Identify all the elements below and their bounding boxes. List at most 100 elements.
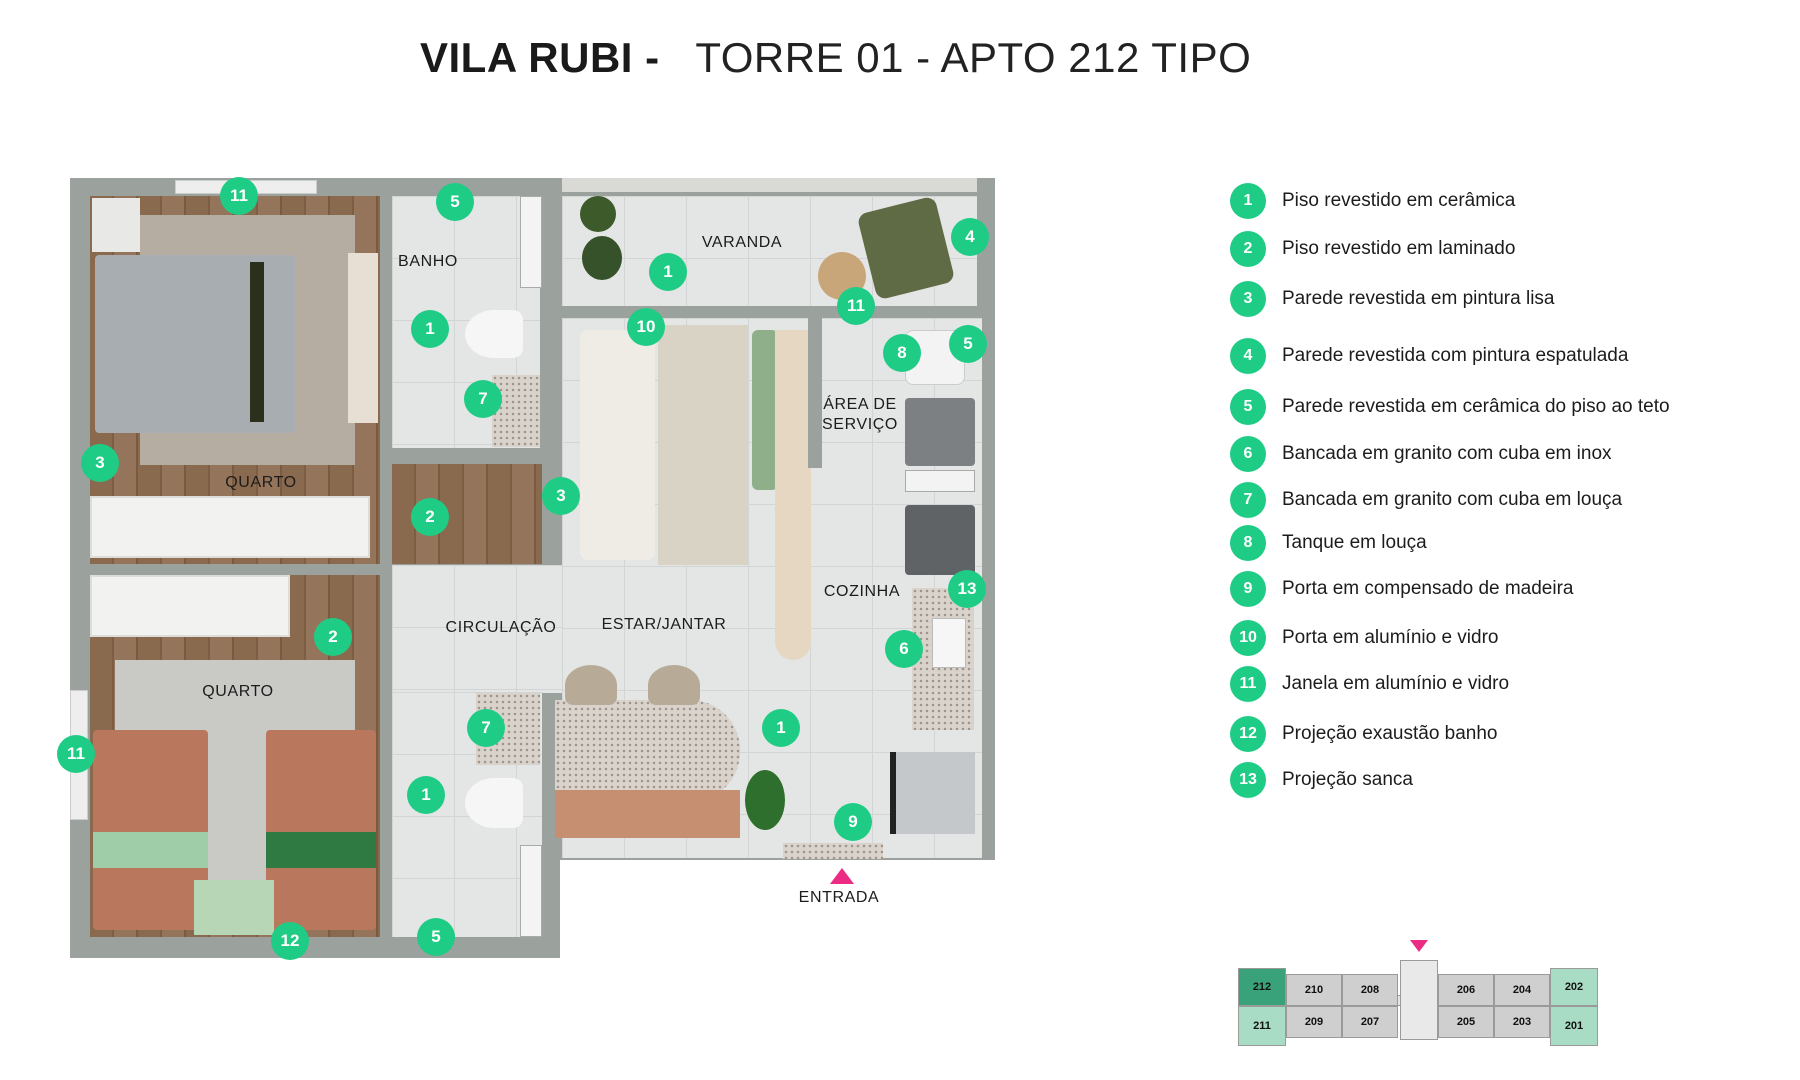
legend-item: 2 Piso revestido em laminado — [1230, 231, 1515, 267]
plan-marker: 2 — [411, 498, 449, 536]
legend-text: Projeção sanca — [1282, 769, 1413, 790]
plan-marker: 1 — [407, 776, 445, 814]
unit-210: 210 — [1286, 974, 1342, 1006]
legend-text: Piso revestido em laminado — [1282, 238, 1516, 259]
plan-marker: 5 — [949, 325, 987, 363]
fridge — [890, 752, 975, 834]
potted-plant — [745, 770, 785, 830]
unit-207: 207 — [1342, 1006, 1398, 1038]
bath-bottom-shaft — [520, 845, 542, 937]
legend-number-badge: 1 — [1230, 183, 1266, 219]
entrance-marker-icon — [830, 868, 854, 884]
plan-marker: 1 — [649, 253, 687, 291]
plan-marker: 1 — [762, 709, 800, 747]
legend-item: 9 Porta em compensado de madeira — [1230, 571, 1574, 607]
room-label-circulacao: CIRCULAÇÃO — [445, 619, 557, 636]
legend-number-badge: 5 — [1230, 389, 1266, 425]
legend-number-badge: 10 — [1230, 620, 1266, 656]
single-bed-2 — [266, 730, 376, 930]
legend-text: Janela em alumínio e vidro — [1282, 673, 1510, 694]
service-partition — [808, 318, 822, 468]
entrance-label: ENTRADA — [798, 889, 880, 906]
wardrobe-bottom — [90, 575, 290, 637]
legend-text: Parede revestida em pintura lisa — [1282, 288, 1555, 309]
room-label-banho: BANHO — [398, 253, 458, 270]
legend-item: 7 Bancada em granito com cuba em louça — [1230, 482, 1622, 518]
legend-item: 6 Bancada em granito com cuba em inox — [1230, 436, 1612, 472]
plan-marker: 3 — [81, 444, 119, 482]
legend-item: 12 Projeção exaustão banho — [1230, 716, 1498, 752]
legend-number-badge: 8 — [1230, 525, 1266, 561]
unit-212: 212 — [1238, 968, 1286, 1006]
toilet-top — [465, 310, 523, 358]
legend-number-badge: 9 — [1230, 571, 1266, 607]
wardrobe-top — [90, 496, 370, 558]
legend-text: Bancada em granito com cuba em louça — [1282, 489, 1623, 510]
room-label-area-servico-2: SERVIÇO — [822, 416, 898, 433]
green-chair — [752, 330, 778, 490]
floor-plan: BANHO VARANDA ÁREA DE SERVIÇO QUARTO COZ… — [57, 177, 995, 960]
plan-marker: 13 — [948, 570, 986, 608]
legend-item: 5 Parede revestida em cerâmica do piso ao… — [1230, 389, 1670, 425]
plan-marker: 6 — [885, 630, 923, 668]
legend-text: Projeção exaustão banho — [1282, 723, 1498, 744]
plan-marker: 11 — [57, 735, 95, 773]
legend-number-badge: 2 — [1230, 231, 1266, 267]
legend-text: Piso revestido em cerâmica — [1282, 190, 1516, 211]
unit-201: 201 — [1550, 1006, 1598, 1046]
plan-marker: 5 — [417, 918, 455, 956]
plan-marker: 11 — [220, 177, 258, 215]
legend-text: Tanque em louça — [1282, 532, 1427, 553]
plan-marker: 8 — [883, 334, 921, 372]
legend-number-badge: 12 — [1230, 716, 1266, 752]
plan-marker: 7 — [467, 709, 505, 747]
kitchen-bar — [775, 330, 811, 660]
plan-marker: 10 — [627, 308, 665, 346]
bed-blanket-2 — [266, 832, 376, 868]
unit-211: 211 — [1238, 1006, 1286, 1046]
plan-marker: 11 — [837, 287, 875, 325]
gas-meter-box — [905, 470, 975, 492]
legend-number-badge: 6 — [1230, 436, 1266, 472]
plan-marker: 1 — [411, 310, 449, 348]
legend-text: Porta em compensado de madeira — [1282, 578, 1574, 599]
legend-item: 3 Parede revestida em pintura lisa — [1230, 281, 1554, 317]
unit-208: 208 — [1342, 974, 1398, 1006]
plan-marker: 7 — [464, 380, 502, 418]
plan-marker: 12 — [271, 922, 309, 960]
sofa — [580, 330, 655, 560]
legend-number-badge: 7 — [1230, 482, 1266, 518]
living-rug — [658, 325, 748, 565]
unit-206: 206 — [1438, 974, 1494, 1006]
bath-top-counter — [492, 375, 540, 447]
tv-panel — [348, 253, 378, 423]
kitchen-sink — [932, 618, 966, 668]
dining-bench — [555, 790, 740, 838]
bed-blanket-1 — [93, 832, 208, 868]
room-label-varanda: VARANDA — [701, 234, 783, 251]
legend-item: 8 Tanque em louça — [1230, 525, 1427, 561]
single-bed-1 — [93, 730, 208, 930]
plant-1 — [580, 196, 616, 232]
room-label-quarto-top: QUARTO — [225, 474, 297, 491]
unit-205: 205 — [1438, 1006, 1494, 1038]
legend-text: Parede revestida em cerâmica do piso ao … — [1282, 396, 1670, 417]
legend-text: Bancada em granito com cuba em inox — [1282, 443, 1612, 464]
legend-text: Parede revestida com pintura espatulada — [1282, 345, 1629, 366]
toilet-bottom — [465, 778, 523, 828]
unit-202: 202 — [1550, 968, 1598, 1006]
dining-table — [555, 700, 740, 802]
plant-2 — [582, 236, 622, 280]
room-label-area-servico-1: ÁREA DE — [823, 396, 897, 413]
unit-204: 204 — [1494, 974, 1550, 1006]
washing-machine — [905, 398, 975, 466]
legend-item: 1 Piso revestido em cerâmica — [1230, 183, 1515, 219]
unit-209: 209 — [1286, 1006, 1342, 1038]
room-label-estar-jantar: ESTAR/JANTAR — [601, 616, 727, 633]
floor-key-plan: 212 210 208 206 204 202 211 209 207 205 … — [1238, 940, 1598, 1046]
legend-number-badge: 3 — [1230, 281, 1266, 317]
title-project: VILA RUBI - — [420, 34, 660, 81]
elevator-core — [1400, 960, 1438, 1040]
